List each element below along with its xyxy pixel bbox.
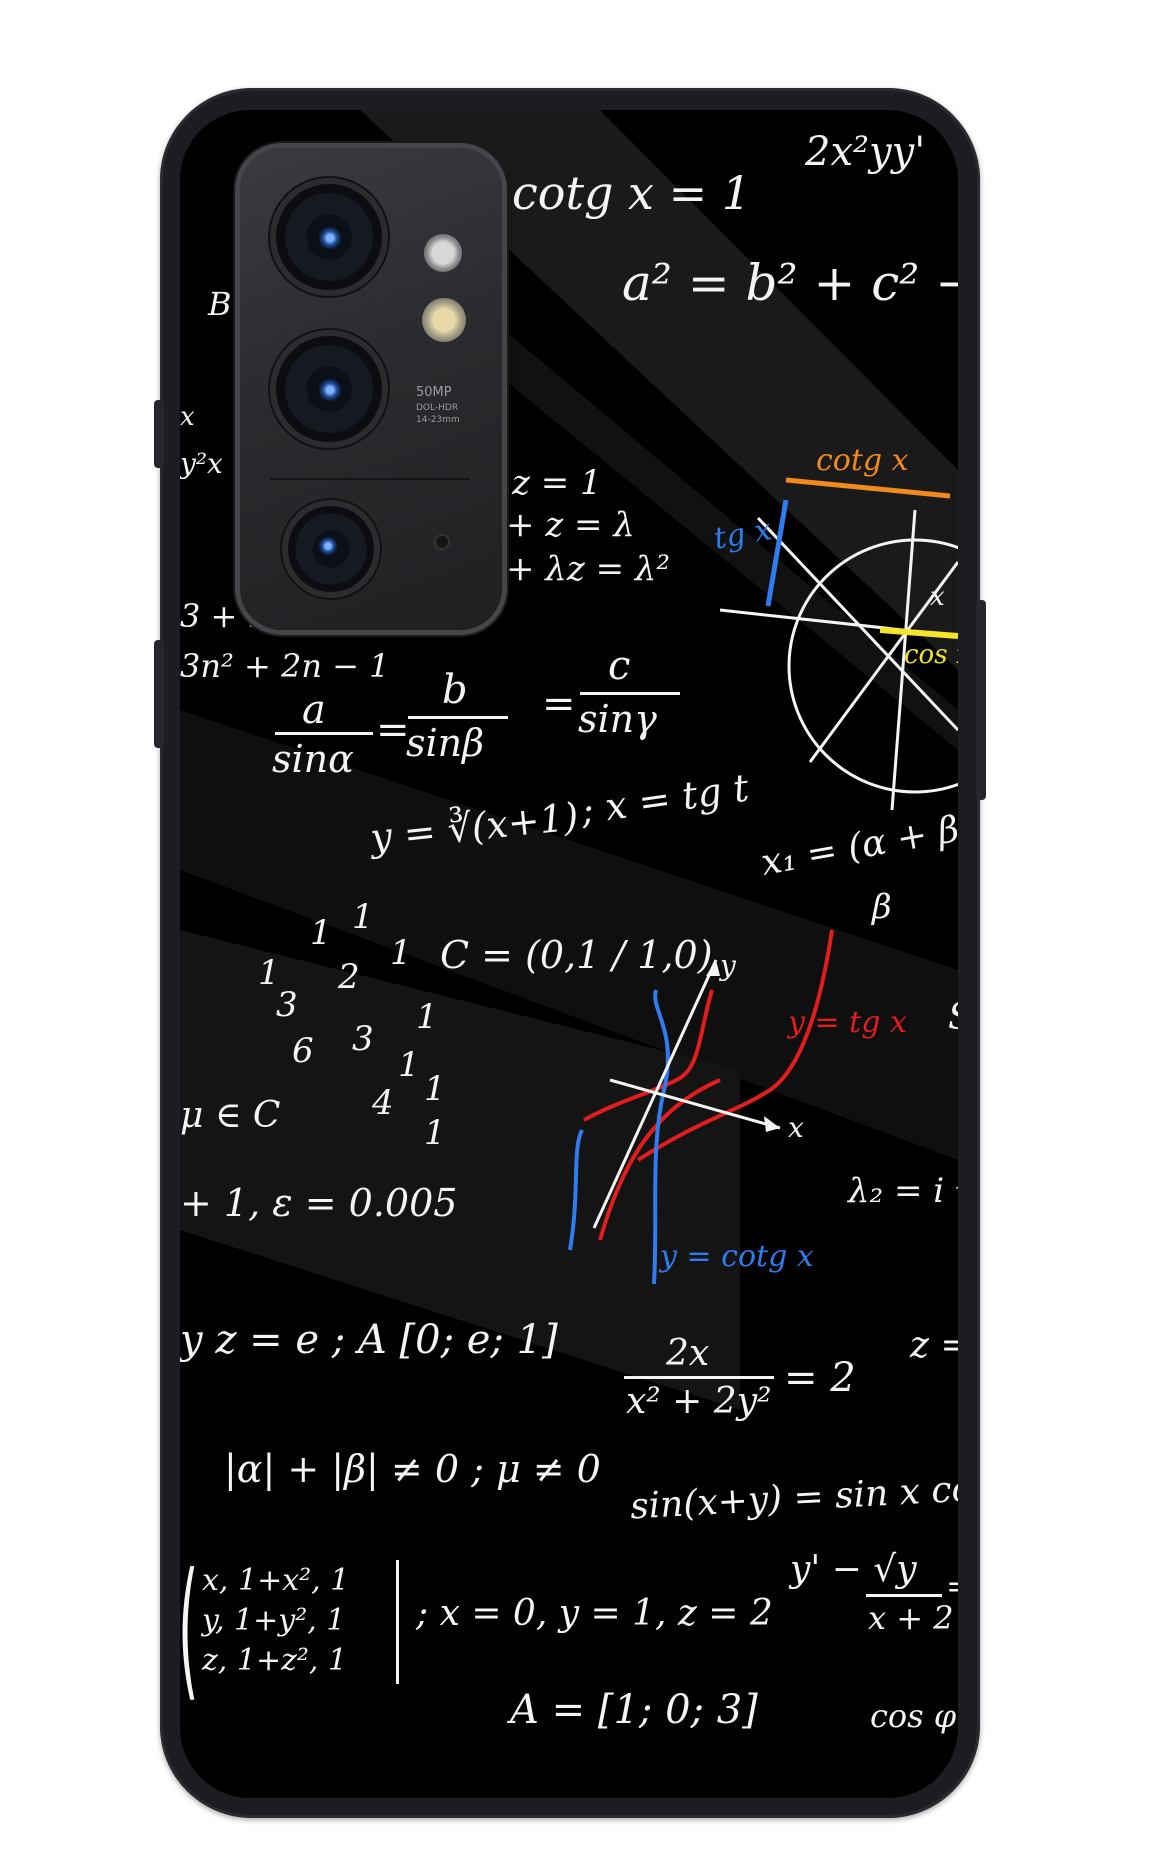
digit: 2	[338, 957, 360, 997]
formula-text: y z = e ; A [0; e; 1]	[180, 1317, 558, 1363]
camera-divider	[270, 478, 470, 480]
formula-text: y, 1+y², 1	[202, 1603, 346, 1638]
formula-text: b	[442, 667, 468, 713]
formula-text: cos φ	[870, 1697, 957, 1735]
digit: 1	[258, 953, 280, 993]
formula-text: B	[208, 285, 232, 323]
formula-text: x, 1+x², 1	[202, 1563, 350, 1598]
sensor-icon	[422, 298, 466, 342]
formula-text: x + 2	[868, 1599, 954, 1637]
camera-sublabel: 14-23mm	[416, 415, 460, 425]
formula-text: sinγ	[578, 697, 657, 741]
formula-text: sinα	[272, 737, 354, 781]
power-button	[976, 600, 986, 800]
digit: 1	[424, 1069, 446, 1109]
formula-text: z, 1+z², 1	[202, 1643, 348, 1678]
formula-text: A = [1; 0; 3]	[510, 1687, 758, 1733]
formula-text: 2x	[666, 1333, 710, 1374]
formula-text: a	[302, 687, 326, 733]
formula-text: c	[608, 643, 631, 689]
fraction-line	[408, 716, 508, 719]
formula-text: 2x²yy'	[805, 129, 926, 175]
formula-text: S	[948, 1000, 958, 1036]
fraction-line	[580, 692, 680, 695]
graph-label-x: x	[788, 1111, 804, 1144]
camera-lens-icon	[276, 184, 382, 290]
camera-lens-icon	[276, 336, 382, 442]
camera-label: 50MP	[416, 385, 452, 400]
formula-text: + λz = λ²	[506, 549, 671, 589]
formula-text: 3n² + 2n − 1	[180, 647, 390, 685]
camera-module: 50MP DOL-HDR 14-23mm	[240, 148, 502, 630]
digit: 1	[416, 997, 438, 1037]
fraction-line	[275, 732, 373, 735]
circle-label-x: x	[930, 582, 945, 612]
formula-text: =	[542, 681, 576, 727]
digit: 3	[352, 1019, 374, 1059]
unit-circle-diagram	[568, 477, 958, 1285]
digit: 1	[310, 913, 332, 953]
digit: 3	[276, 985, 298, 1025]
formula-text: a² = b² + c² − 2	[622, 254, 958, 312]
formula-text: β	[872, 887, 892, 927]
volume-button-up	[154, 400, 164, 468]
formula-text: y' − √y	[790, 1549, 917, 1590]
formula-text: + 1, ε = 0.005	[180, 1181, 458, 1225]
formula-text: + z = λ	[506, 505, 635, 545]
circle-label-cos: cos x	[904, 640, 958, 670]
formula-text: y²x	[180, 447, 223, 480]
graph-label-tan: y = tg x	[788, 1005, 907, 1040]
light-streaks	[180, 110, 958, 1410]
digit: 1	[398, 1045, 420, 1085]
formula-text: x² + 2y²	[626, 1381, 772, 1422]
formula-text: λ₂ = i √	[848, 1171, 958, 1211]
flash-icon	[424, 234, 462, 272]
digit: 1	[390, 933, 412, 973]
matrix-bracket-left: (	[180, 1542, 199, 1716]
formula-text: μ ∈ C	[180, 1095, 281, 1136]
digit: 1	[424, 1113, 446, 1153]
formula-text: = 2	[784, 1355, 856, 1401]
fraction-line	[866, 1594, 942, 1597]
formula-text: cotg x = 1	[512, 166, 752, 220]
fraction-line	[624, 1376, 774, 1379]
graph-label-y: y	[720, 949, 736, 982]
formula-text: x	[180, 402, 195, 432]
formula-text: |α| + |β| ≠ 0 ; μ ≠ 0	[224, 1447, 601, 1491]
formula-text: z = 1	[512, 463, 602, 503]
volume-button-down	[154, 640, 164, 748]
formula-text: z =	[910, 1325, 958, 1366]
formula-text: C = (0,1 / 1,0)	[440, 933, 713, 977]
formula-text: ; x = 0, y = 1, z = 2	[416, 1593, 773, 1634]
circle-label-cot: cotg x	[816, 443, 909, 478]
digit: 6	[292, 1031, 314, 1071]
formula-text: sinβ	[406, 721, 485, 765]
digit: 4	[372, 1083, 394, 1123]
digit: 1	[352, 897, 374, 937]
microphone-icon	[436, 536, 448, 548]
camera-sublabel: DOL-HDR	[416, 403, 459, 413]
camera-lens-icon	[288, 506, 374, 592]
formula-text: =	[946, 1570, 958, 1602]
formula-text: =	[376, 707, 410, 753]
graph-label-cot: y = cotg x	[660, 1239, 814, 1274]
matrix-bar	[396, 1560, 399, 1684]
